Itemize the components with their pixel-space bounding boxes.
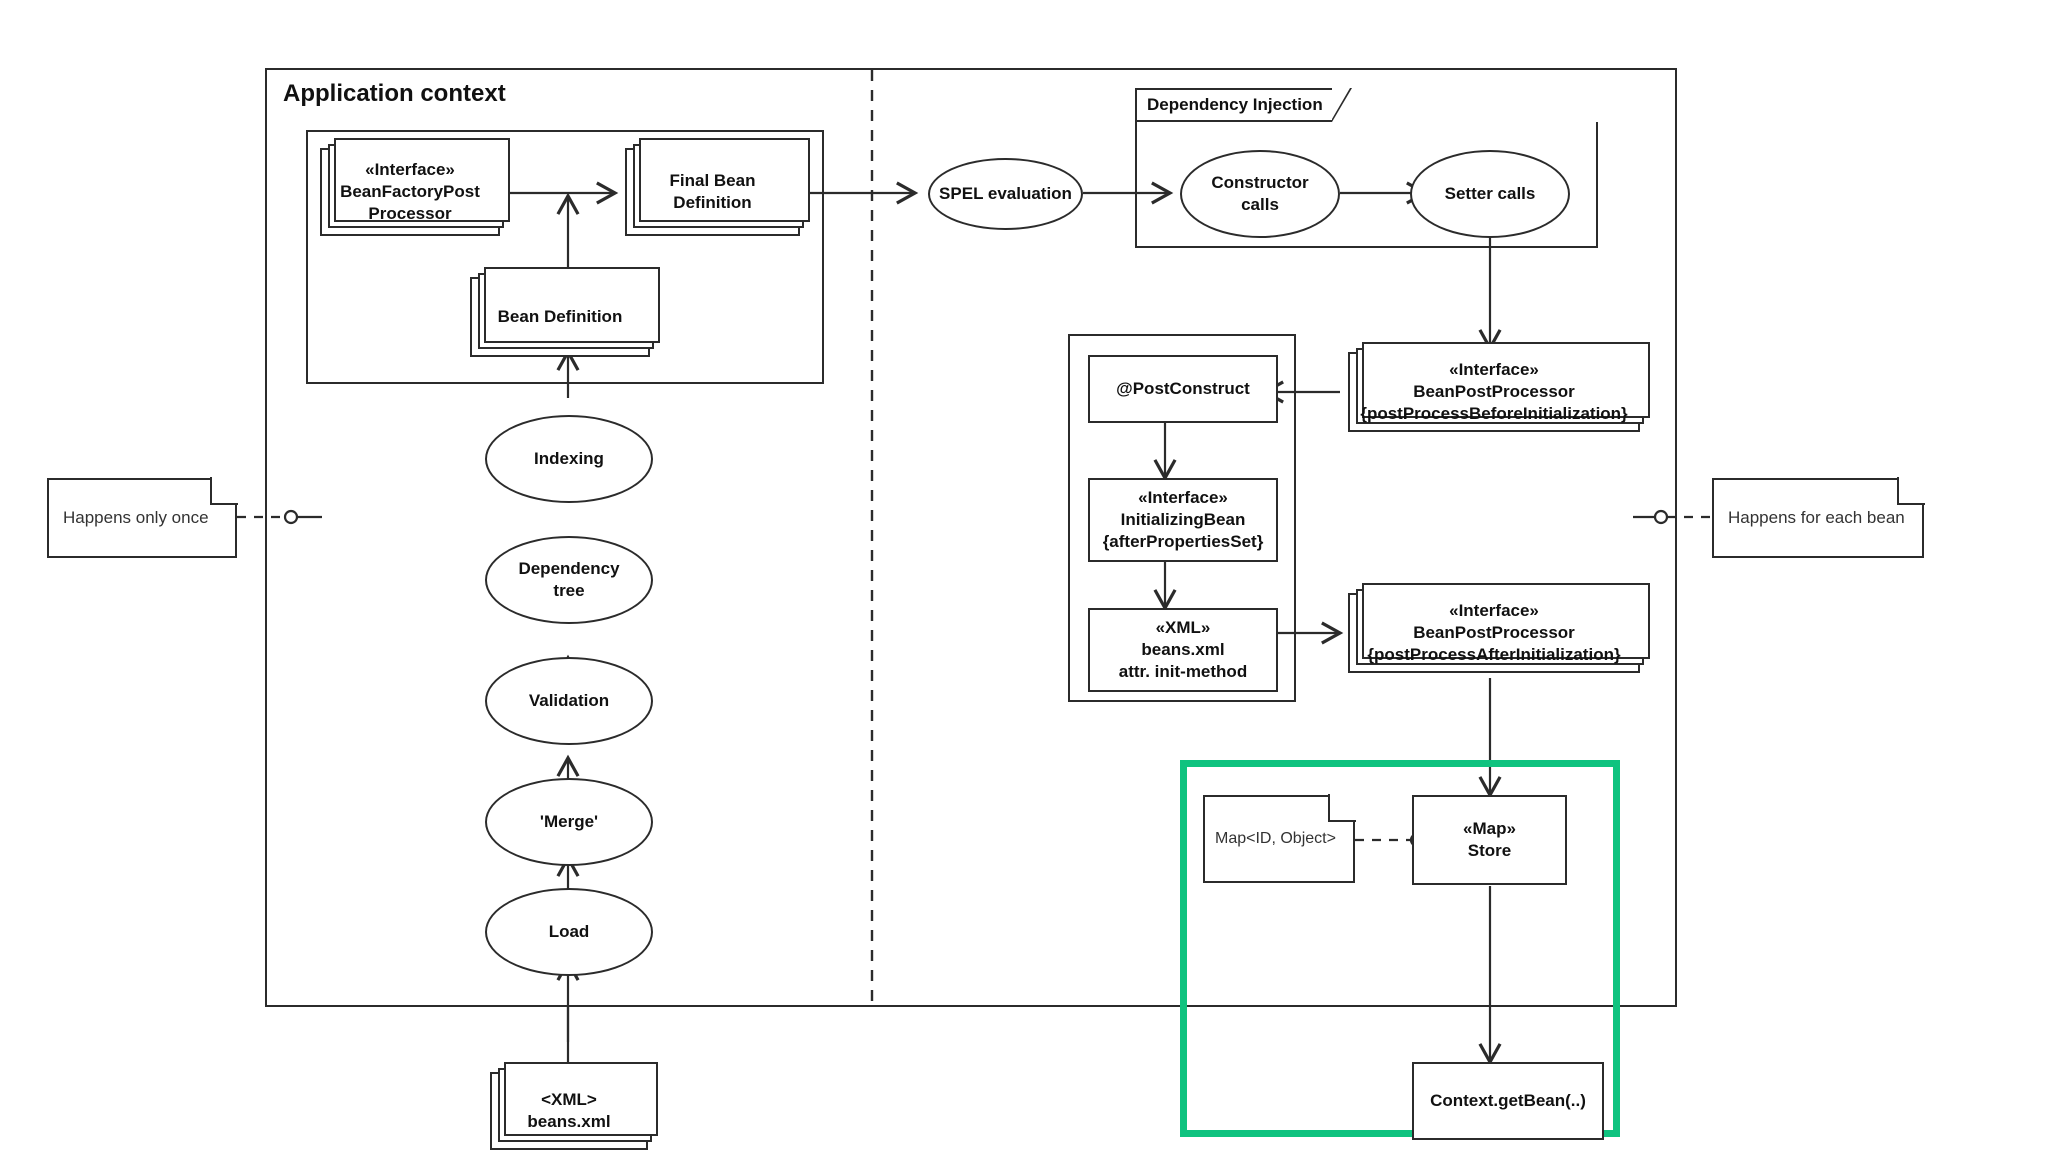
note-text: Map<ID, Object> (1215, 830, 1336, 847)
node-spel-evaluation: SPEL evaluation (928, 158, 1083, 230)
node-context-get-bean: Context.getBean(..) (1412, 1062, 1604, 1140)
node-validation: Validation (485, 657, 653, 745)
node-line-3: attr. init-method (1118, 661, 1248, 681)
node-final-bean-definition: Final Bean Definition (625, 138, 810, 236)
node-line-1: Final Bean (669, 171, 756, 191)
node-line-1: Validation (528, 691, 610, 711)
node-line-3: Processor (368, 203, 452, 223)
note-text: Happens only once (63, 508, 209, 527)
note-fold-icon (1328, 794, 1356, 822)
node-line-1: Indexing (534, 449, 604, 469)
node-line-1: Setter calls (1444, 184, 1536, 204)
note-happens-only-once: Happens only once (47, 476, 239, 558)
package-body (1135, 122, 1598, 248)
node-load: Load (485, 888, 653, 976)
node-line-1: «Map» (1463, 819, 1516, 839)
node-line-2: Definition (673, 193, 752, 212)
node-line-2: BeanPostProcessor (1413, 382, 1575, 402)
node-bean-post-processor-after-init: «Interface» BeanPostProcessor {postProce… (1348, 583, 1650, 673)
initialization-callbacks-group (1068, 334, 1296, 702)
node-beans-xml-source: <XML> beans.xml (490, 1062, 658, 1150)
node-line-1: Context.getBean(..) (1430, 1091, 1586, 1111)
node-line-2: tree (553, 581, 585, 600)
node-line-1: <XML> (541, 1090, 597, 1110)
node-line-1: «Interface» (1449, 601, 1539, 621)
node-line-2: BeanFactoryPost (340, 182, 480, 202)
node-line-1: Load (548, 922, 590, 942)
node-bean-definition: Bean Definition (470, 267, 660, 357)
node-line-1: 'Merge' (539, 812, 599, 832)
node-line-2: InitializingBean (1120, 510, 1246, 530)
note-body (1712, 478, 1924, 558)
node-line-2: beans.xml (1141, 640, 1225, 660)
note-happens-for-each-bean: Happens for each bean (1712, 476, 1926, 558)
node-line-3: {afterPropertiesSet} (1102, 531, 1264, 551)
note-fold-icon (210, 477, 238, 505)
node-line-1: «Interface» (1138, 488, 1228, 508)
node-bean-factory-post-processor: «Interface» BeanFactoryPost Processor (320, 138, 510, 236)
note-fold-icon (1897, 477, 1925, 505)
node-indexing: Indexing (485, 415, 653, 503)
package-tab (1135, 88, 1332, 122)
node-constructor-calls: Constructor calls (1180, 150, 1340, 238)
node-dependency-tree: Dependency tree (485, 536, 653, 624)
node-line-1: SPEL evaluation (939, 184, 1072, 204)
node-line-1: Constructor (1211, 173, 1309, 193)
dependency-injection-package: Dependency Injection (1135, 88, 1598, 248)
node-line-1: «Interface» (1449, 360, 1539, 380)
node-line-2: calls (1241, 195, 1279, 214)
note-map-type: Map<ID, Object> (1203, 793, 1357, 883)
bean-definition-group (306, 130, 824, 384)
node-line-2: BeanPostProcessor (1413, 623, 1575, 643)
page-title: Application context (283, 80, 506, 107)
note-text: Happens for each bean (1728, 508, 1905, 527)
node-setter-calls: Setter calls (1410, 150, 1570, 238)
node-line-1: «XML» (1155, 618, 1211, 638)
node-line-1: Dependency (518, 559, 620, 579)
node-line-1: Bean Definition (497, 307, 623, 327)
node-line-1: «Interface» (365, 160, 455, 180)
node-line-1: @PostConstruct (1116, 379, 1250, 399)
node-line-3: {postProcessBeforeInitialization} (1360, 403, 1628, 423)
node-post-construct: @PostConstruct (1088, 355, 1278, 423)
node-merge: 'Merge' (485, 778, 653, 866)
note-body (47, 478, 237, 558)
package-tab-slant-inner (1332, 88, 1350, 119)
node-bean-post-processor-before-init: «Interface» BeanPostProcessor {postProce… (1348, 342, 1650, 432)
node-beans-xml-init-method: «XML» beans.xml attr. init-method (1088, 608, 1278, 692)
node-line-2: Store (1467, 841, 1512, 860)
node-map-store: «Map» Store (1412, 795, 1567, 885)
node-line-3: {postProcessAfterInitialization} (1367, 644, 1621, 664)
application-context-frame (265, 68, 1677, 1007)
node-initializing-bean: «Interface» InitializingBean {afterPrope… (1088, 478, 1278, 562)
package-label: Dependency Injection (1147, 95, 1323, 114)
store-highlight-box (1180, 760, 1620, 1137)
node-line-2: beans.xml (527, 1112, 611, 1131)
